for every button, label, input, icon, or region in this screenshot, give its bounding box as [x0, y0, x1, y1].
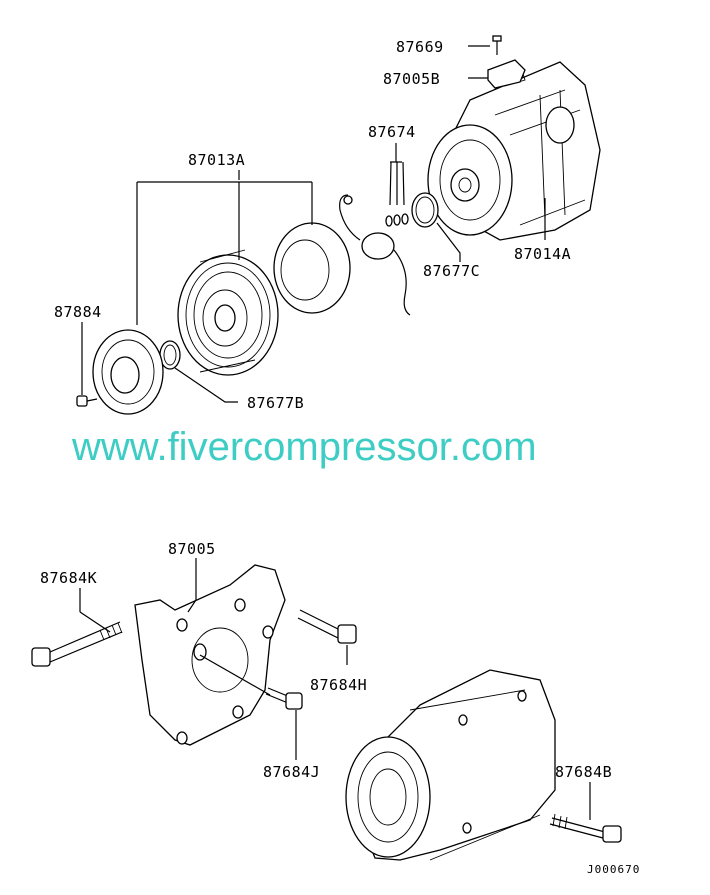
bracket-87005B	[487, 59, 526, 89]
label-87677C: 87677C	[423, 262, 480, 280]
label-87677B: 87677B	[247, 394, 304, 412]
stator-ring	[273, 222, 351, 314]
leader-lines-top	[81, 45, 546, 403]
label-87005: 87005	[168, 540, 216, 558]
compressor-upper	[427, 61, 601, 241]
bolt-87684H	[297, 609, 357, 644]
drawing-code: J000670	[587, 863, 640, 876]
leader-lines-bottom	[79, 558, 591, 820]
label-87684K: 87684K	[40, 569, 97, 587]
mounting-bracket-87005	[134, 564, 286, 746]
snap-ring-87677C	[411, 192, 439, 228]
label-87669: 87669	[396, 38, 444, 56]
label-87684H: 87684H	[310, 676, 367, 694]
label-87674: 87674	[368, 123, 416, 141]
label-87005B: 87005B	[383, 70, 440, 88]
label-87014A: 87014A	[514, 245, 571, 263]
snap-ring-87677B	[159, 340, 181, 370]
shims-87674	[385, 213, 409, 227]
label-87013A: 87013A	[188, 151, 245, 169]
field-coil	[339, 194, 411, 316]
bolt-87684J	[265, 687, 303, 710]
armature-plate	[92, 329, 164, 415]
compressor-lower	[345, 669, 556, 861]
watermark-text: www.fivercompressor.com	[71, 425, 537, 469]
label-87884: 87884	[54, 303, 102, 321]
label-87684B: 87684B	[555, 763, 612, 781]
label-87684J: 87684J	[263, 763, 320, 781]
bolt-87684B	[549, 813, 622, 843]
pulley	[177, 249, 279, 376]
bolt-87669	[492, 35, 502, 55]
bolt-87684K	[31, 621, 123, 667]
bolt-87884	[76, 395, 98, 407]
